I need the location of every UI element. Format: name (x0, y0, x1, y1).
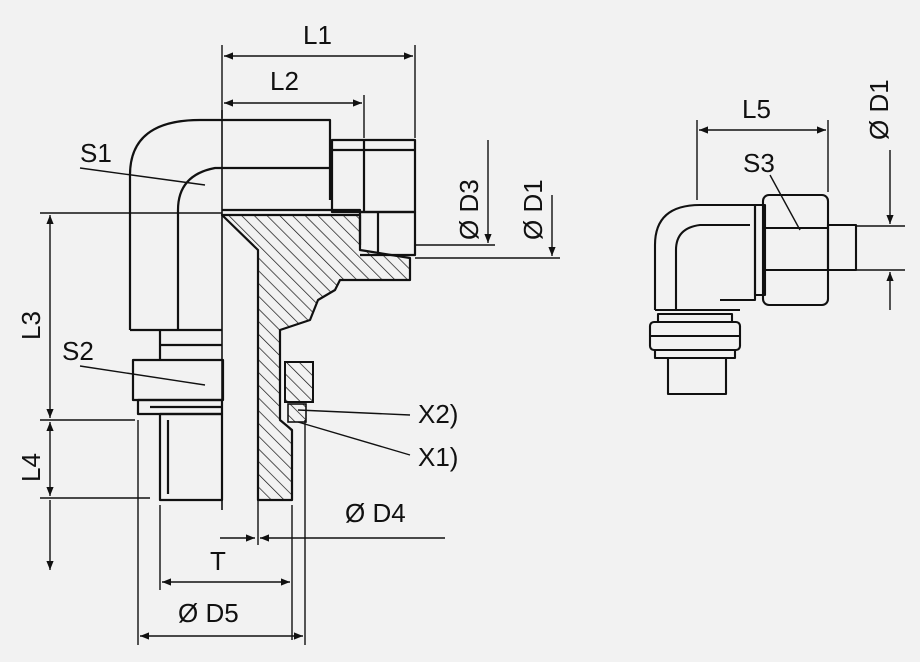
small-elbow-outer (653, 203, 755, 310)
leader-x1 (297, 421, 411, 456)
small-elbow-inner (674, 223, 750, 310)
secondary-dimension-lines (696, 120, 905, 310)
label-t: T (210, 546, 226, 576)
small-nut-s3 (761, 193, 830, 307)
secondary-fitting (648, 193, 858, 396)
leader-s3 (769, 174, 801, 231)
threaded-stud (158, 412, 224, 502)
seal-ring (284, 361, 314, 403)
leader-x2 (297, 409, 411, 416)
elbow-outer-wall (128, 118, 332, 330)
dimension-lines (40, 45, 560, 645)
label-d1: Ø D1 (518, 179, 548, 240)
secondary-labels: L5 S3 Ø D1 (742, 79, 894, 178)
label-l4: L4 (16, 453, 46, 482)
small-stud (666, 356, 728, 396)
label-x1: X1) (418, 442, 458, 472)
label-x2: X2) (418, 399, 458, 429)
label-l2: L2 (270, 66, 299, 96)
label-d1-right: Ø D1 (864, 79, 894, 140)
label-s2: S2 (62, 336, 94, 366)
label-l1: L1 (303, 20, 332, 50)
main-labels: L1 L2 S1 S2 L3 L4 Ø D3 Ø D1 X2) X1) Ø D4… (16, 20, 548, 628)
label-d5: Ø D5 (178, 598, 239, 628)
leader-s1 (79, 167, 206, 186)
label-s1: S1 (80, 138, 112, 168)
main-fitting-body (128, 110, 417, 510)
tube-stub (360, 210, 417, 257)
nut-s2 (131, 358, 225, 402)
label-d3: Ø D3 (454, 179, 484, 240)
label-l5: L5 (742, 94, 771, 124)
sectioned-body (220, 213, 412, 502)
label-s3: S3 (743, 148, 775, 178)
label-d4: Ø D4 (345, 498, 406, 528)
label-l3: L3 (16, 311, 46, 340)
leader-s2 (79, 365, 206, 386)
small-tube (826, 223, 858, 272)
